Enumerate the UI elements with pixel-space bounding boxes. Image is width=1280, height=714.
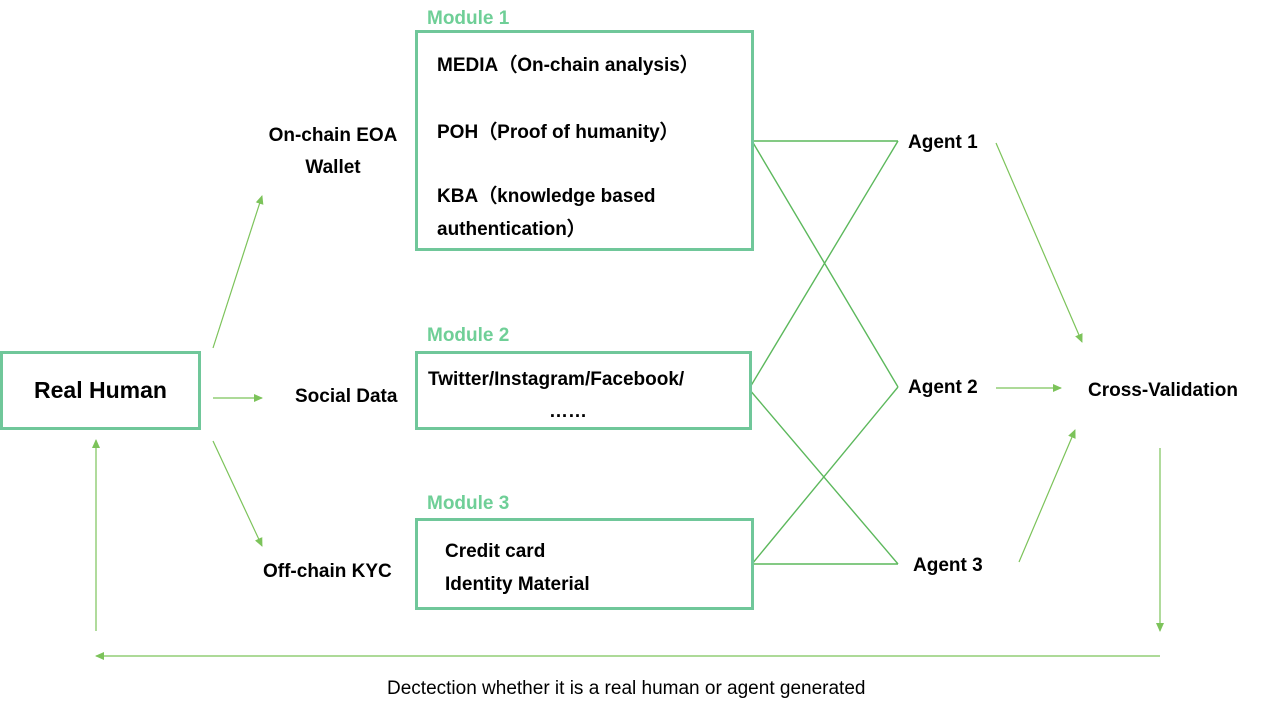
agent-1: Agent 1 [908, 132, 978, 153]
agent-2: Agent 2 [908, 377, 978, 398]
module-2-line-1: Twitter/Instagram/Facebook/ [428, 369, 685, 390]
footer-caption: Dectection whether it is a real human or… [387, 678, 866, 699]
arrow-human-to-onchain [212, 195, 264, 349]
real-human-box: Real Human [0, 351, 201, 430]
module-3-line-2: Identity Material [445, 574, 590, 595]
module-1-line-1: MEDIA（On-chain analysis） [437, 55, 699, 76]
module-3-line-1: Credit card [445, 541, 546, 562]
module-3-box: Credit card Identity Material [415, 518, 754, 610]
agent-3: Agent 3 [913, 555, 983, 576]
arrow-agent3-to-cv [1018, 429, 1076, 563]
module-1-box: MEDIA（On-chain analysis） POH（Proof of hu… [415, 30, 754, 251]
module-1-line-2: POH（Proof of humanity） [437, 122, 679, 143]
module-1-line-3: KBA（knowledge based [437, 186, 656, 207]
arrow-human-to-offchain [212, 440, 263, 547]
module-2-title: Module 2 [427, 325, 510, 346]
arrow-agent1-to-cv [995, 142, 1083, 343]
source-onchain: On-chain EOA Wallet [268, 125, 398, 178]
module-1-title: Module 1 [427, 8, 510, 29]
real-human-label: Real Human [34, 377, 167, 403]
module-3-title: Module 3 [427, 493, 510, 514]
module-1-line-4: authentication） [437, 219, 586, 240]
source-offchain: Off-chain KYC [263, 561, 392, 582]
source-social: Social Data [295, 386, 398, 407]
cross-validation-label: Cross-Validation [1088, 380, 1238, 401]
module-2-box: Twitter/Instagram/Facebook/ …… [415, 351, 752, 430]
module-2-line-2: …… [549, 401, 587, 422]
